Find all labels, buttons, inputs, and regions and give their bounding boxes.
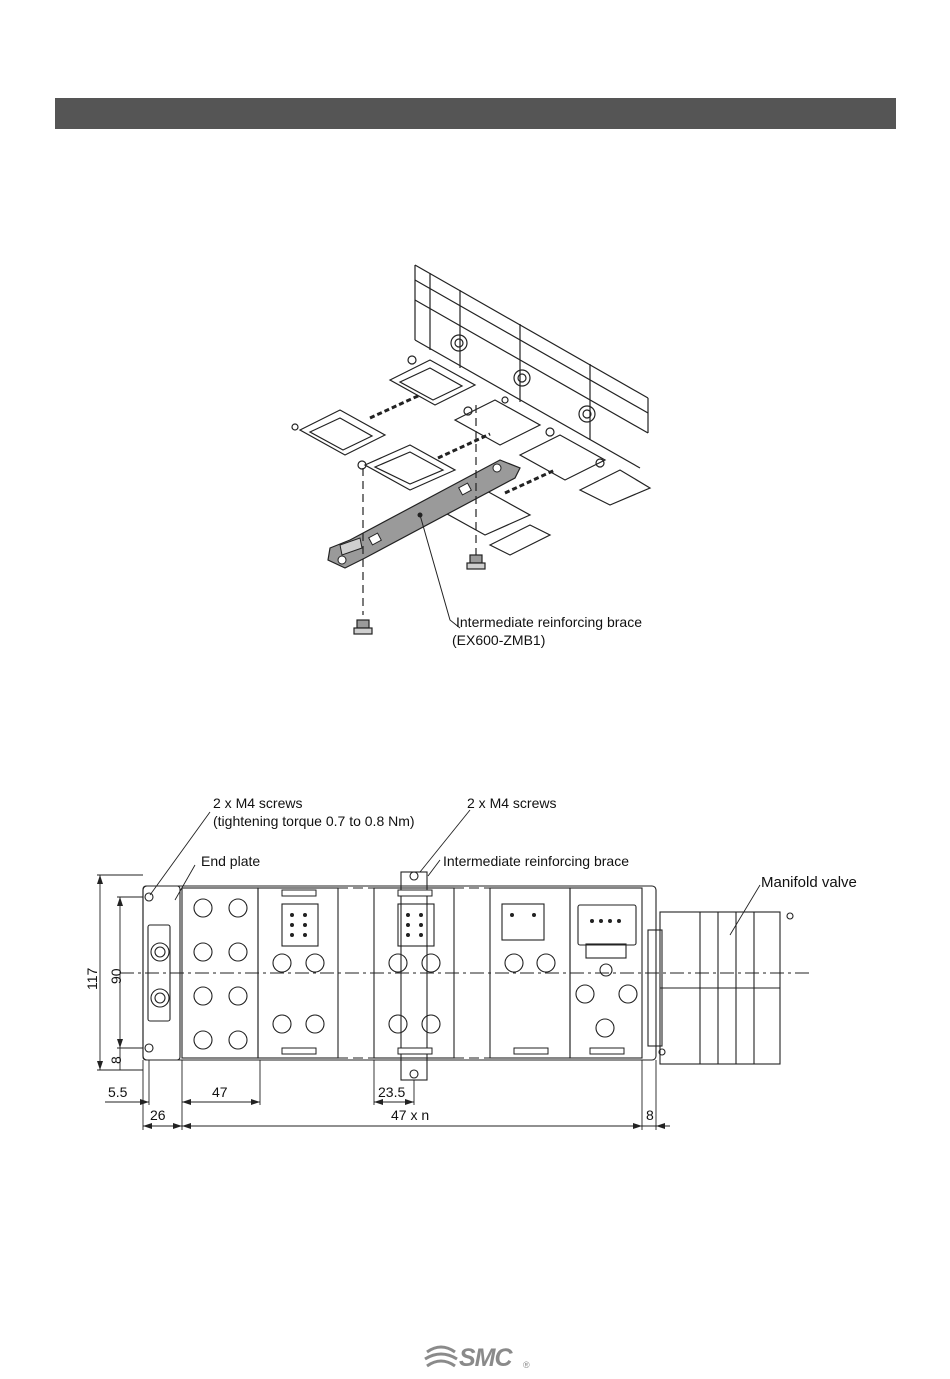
dim-5-5: 5.5 [108,1084,127,1100]
registered-mark: ® [523,1360,530,1370]
smc-logo-mark-icon [423,1342,459,1374]
dim-26: 26 [150,1107,166,1123]
dim-23-5: 23.5 [378,1084,405,1100]
dim-47xn: 47 x n [391,1107,429,1123]
smc-logo: SMC ® [423,1342,533,1374]
dim-8-right: 8 [646,1107,654,1123]
screws-right-label: 2 x M4 screws [467,795,556,811]
dim-47: 47 [212,1084,228,1100]
screws-left-label: 2 x M4 screws [213,795,302,811]
dim-117: 117 [84,968,100,990]
dimension-drawing [0,0,950,1200]
dim-8-left: 8 [108,1056,124,1064]
manifold-valve-label: Manifold valve [761,875,857,891]
brace-dim-label: Intermediate reinforcing brace [443,853,629,869]
screws-left-torque: (tightening torque 0.7 to 0.8 Nm) [213,813,415,829]
end-plate-label: End plate [201,853,260,869]
smc-logo-text: SMC [459,1344,512,1373]
dim-90: 90 [108,968,124,984]
